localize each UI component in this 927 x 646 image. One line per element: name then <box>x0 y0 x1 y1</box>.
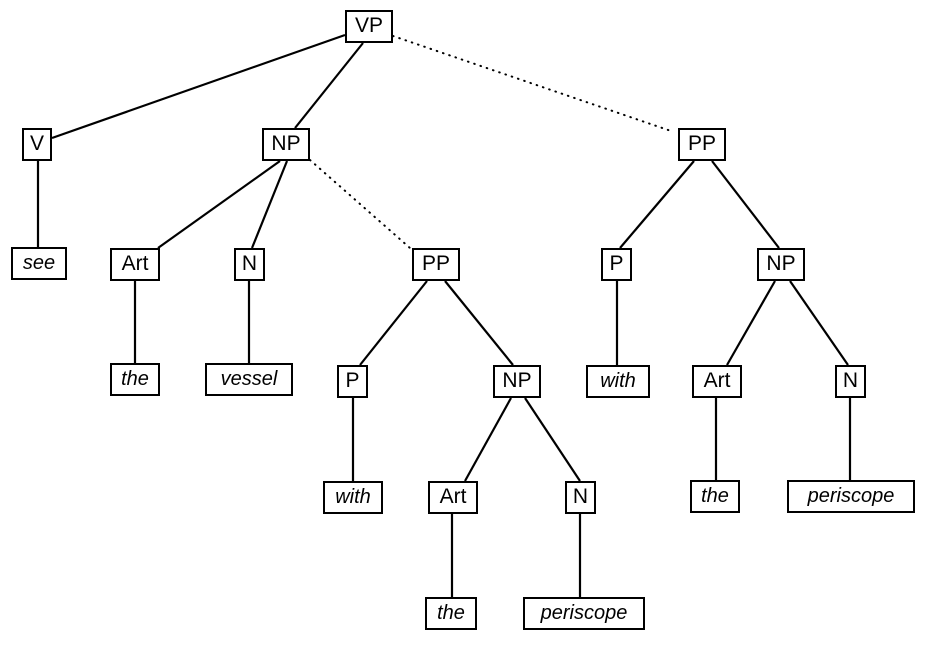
tree-edge-NP1-to-PP_M <box>309 159 411 249</box>
tree-edge-VP-to-NP1 <box>294 42 364 129</box>
tree-node-vp: VP <box>345 10 393 43</box>
tree-node-pp_r: PP <box>678 128 726 161</box>
tree-leaf-the_r: the <box>690 480 740 513</box>
tree-leaf-with_m: with <box>323 481 383 514</box>
tree-leaf-periscope_r: periscope <box>787 480 915 513</box>
tree-node-n_m: N <box>565 481 596 514</box>
tree-node-art_m: Art <box>428 481 478 514</box>
tree-node-p_m: P <box>337 365 368 398</box>
tree-edge-NP1-to-Art1 <box>157 160 281 249</box>
tree-leaf-the1: the <box>110 363 160 396</box>
tree-node-n_r: N <box>835 365 866 398</box>
tree-node-np_m: NP <box>493 365 541 398</box>
tree-node-art_r: Art <box>692 365 742 398</box>
tree-node-art1: Art <box>110 248 160 281</box>
tree-edge-PP_M-to-NP_M <box>444 280 514 366</box>
tree-edge-PP_R-to-NP_R <box>711 160 780 249</box>
tree-node-np_r: NP <box>757 248 805 281</box>
tree-leaf-the_m: the <box>425 597 477 630</box>
tree-edge-PP_M-to-P_M <box>359 280 428 366</box>
tree-edge-PP_R-to-P_R <box>619 160 695 249</box>
tree-node-pp_m: PP <box>412 248 460 281</box>
tree-edge-NP_M-to-Art_M <box>464 397 512 482</box>
tree-leaf-with_r: with <box>586 365 650 398</box>
tree-edge-NP_M-to-N_M <box>524 397 581 482</box>
tree-node-v: V <box>22 128 52 161</box>
tree-edge-NP1-to-N1 <box>250 160 289 249</box>
tree-node-p_r: P <box>601 248 632 281</box>
tree-leaf-vessel: vessel <box>205 363 293 396</box>
tree-edge-VP-to-PP_R <box>392 35 675 133</box>
tree-edge-VP-to-V <box>51 33 346 140</box>
tree-node-np1: NP <box>262 128 310 161</box>
tree-edge-NP_R-to-Art_R <box>726 280 776 366</box>
tree-node-n1: N <box>234 248 265 281</box>
tree-leaf-periscope_m: periscope <box>523 597 645 630</box>
tree-edge-NP_R-to-N_R <box>789 280 849 366</box>
tree-leaf-see: see <box>11 247 67 280</box>
